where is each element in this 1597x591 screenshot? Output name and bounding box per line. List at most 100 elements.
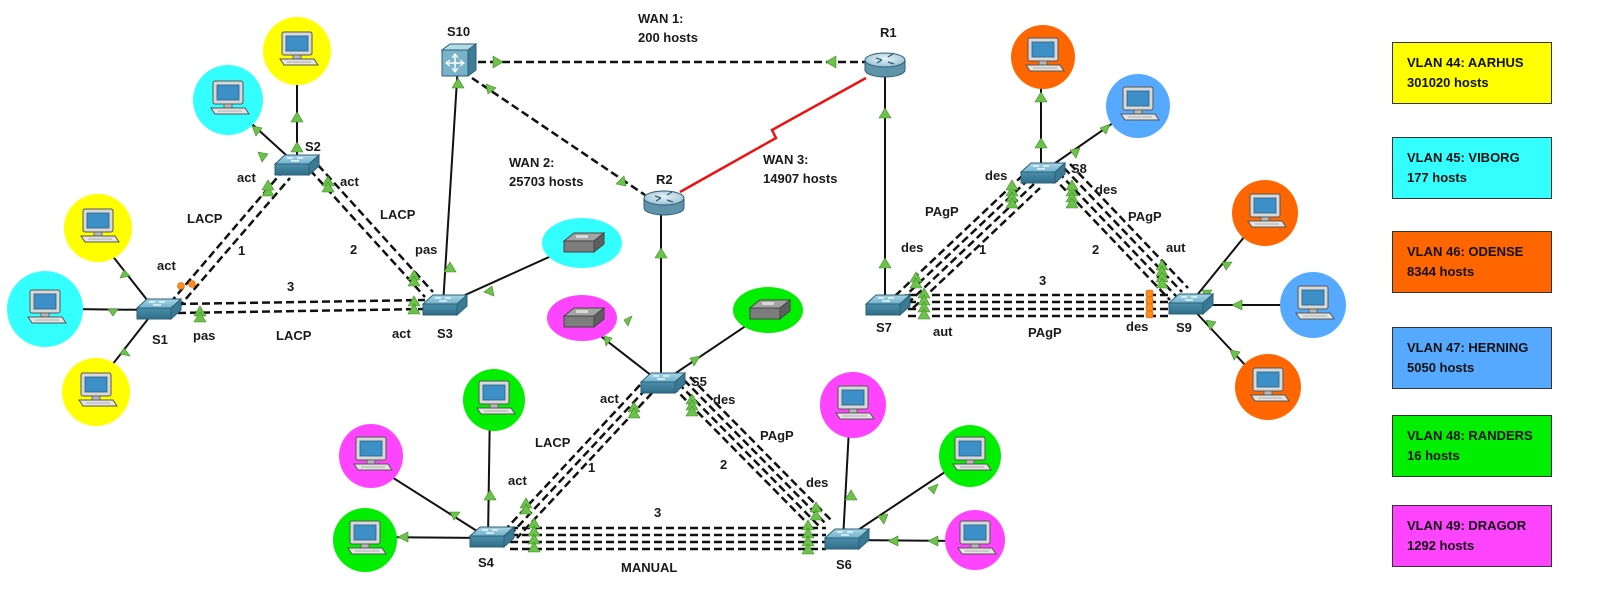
label-des: des — [901, 240, 923, 255]
pc-icon — [952, 436, 992, 471]
pc-icon — [835, 385, 875, 420]
blocked-port-indicators — [177, 280, 1154, 319]
wan3-title: WAN 3: — [763, 152, 809, 167]
printer-randers-s5[interactable] — [733, 287, 803, 333]
label-act: act — [508, 473, 527, 488]
pc-randers-s4-top[interactable] — [463, 369, 525, 431]
switch-s6[interactable] — [824, 528, 870, 550]
multilayer-switch-icon — [441, 43, 477, 77]
pc-icon — [476, 380, 516, 415]
pc-icon — [1247, 193, 1287, 228]
pc-viborg-s2[interactable] — [193, 65, 263, 135]
legend-title: VLAN 46: ODENSE — [1407, 244, 1524, 259]
pc-icon — [957, 520, 997, 555]
pc-icon — [353, 436, 393, 471]
label-num-3: 3 — [654, 505, 661, 520]
switch-s2[interactable] — [274, 154, 320, 176]
label-pas: pas — [415, 242, 437, 257]
switch-s1[interactable] — [136, 298, 182, 320]
label-des: des — [806, 475, 828, 490]
switch-s3[interactable] — [422, 294, 468, 316]
legend-hosts: 1292 hosts — [1407, 538, 1475, 553]
legend-vlan-48: VLAN 48: RANDERS 16 hosts — [1392, 415, 1552, 477]
pc-herning-s9[interactable] — [1280, 272, 1346, 338]
label-aut: aut — [1166, 240, 1186, 255]
label-des: des — [1126, 319, 1148, 334]
legend-title: VLAN 48: RANDERS — [1407, 428, 1533, 443]
wan1-title: WAN 1: — [638, 11, 684, 26]
wan2-title: WAN 2: — [509, 155, 555, 170]
wan2-hosts: 25703 hosts — [509, 174, 583, 189]
label-num-1: 1 — [979, 242, 986, 257]
legend-hosts: 301020 hosts — [1407, 75, 1489, 90]
legend-vlan-47: VLAN 47: HERNING 5050 hosts — [1392, 327, 1552, 389]
router-r2[interactable] — [643, 190, 685, 216]
pc-aarhus-s1-bottom[interactable] — [62, 358, 130, 426]
legend-hosts: 16 hosts — [1407, 448, 1460, 463]
legend-vlan-45: VLAN 45: VIBORG 177 hosts — [1392, 137, 1552, 199]
label-pagp: PAgP — [1028, 325, 1062, 340]
label-des: des — [1095, 182, 1117, 197]
legend-hosts: 177 hosts — [1407, 170, 1467, 185]
switch-icon — [274, 154, 320, 176]
legend-title: VLAN 47: HERNING — [1407, 340, 1529, 355]
pc-odense-s9-bottom[interactable] — [1235, 354, 1301, 420]
switch-icon — [469, 526, 515, 548]
router-icon — [864, 52, 906, 78]
switch-s8[interactable] — [1020, 162, 1066, 184]
device-label-s1: S1 — [152, 332, 168, 347]
pc-icon — [1025, 37, 1065, 72]
pc-icon — [1295, 285, 1335, 320]
device-label-s8: S8 — [1071, 161, 1087, 176]
label-num-1: 1 — [588, 460, 595, 475]
switch-s7[interactable] — [865, 294, 911, 316]
label-des: des — [985, 168, 1007, 183]
printer-icon — [749, 299, 791, 320]
switch-icon — [824, 528, 870, 550]
router-icon — [643, 190, 685, 216]
switch-icon — [1020, 162, 1066, 184]
label-lacp: LACP — [535, 435, 571, 450]
device-label-s9: S9 — [1176, 320, 1192, 335]
label-des: des — [713, 392, 735, 407]
switch-s5[interactable] — [640, 372, 686, 394]
multilayer-switch-s10[interactable] — [441, 43, 477, 77]
pc-odense-s9-top[interactable] — [1232, 180, 1298, 246]
port-status-indicators — [107, 55, 1243, 555]
pc-dragor-s6-right[interactable] — [945, 510, 1005, 570]
device-label-r1: R1 — [880, 25, 897, 40]
label-manual: MANUAL — [621, 560, 677, 575]
legend-title: VLAN 49: DRAGOR — [1407, 518, 1527, 533]
label-aut: aut — [933, 324, 953, 339]
pc-odense-s8[interactable] — [1011, 25, 1075, 89]
device-label-s7: S7 — [876, 320, 892, 335]
legend-hosts: 8344 hosts — [1407, 264, 1475, 279]
end-devices — [7, 17, 1346, 572]
pc-icon — [1250, 367, 1290, 402]
printer-dragor-s5[interactable] — [547, 295, 617, 341]
pc-dragor-s6-top[interactable] — [820, 372, 886, 438]
switch-s9[interactable] — [1168, 293, 1214, 315]
pc-randers-s4-left[interactable] — [333, 508, 397, 572]
pc-viborg-s1[interactable] — [7, 271, 83, 347]
pc-randers-s6[interactable] — [939, 425, 1001, 487]
pc-dragor-s4[interactable] — [339, 424, 403, 488]
legend-vlan-49: VLAN 49: DRAGOR 1292 hosts — [1392, 505, 1552, 567]
pc-icon — [279, 31, 319, 66]
label-lacp: LACP — [380, 207, 416, 222]
label-pagp: PAgP — [925, 204, 959, 219]
device-label-s5: S5 — [691, 374, 707, 389]
wan3-hosts: 14907 hosts — [763, 171, 837, 186]
router-r1[interactable] — [864, 52, 906, 78]
switch-s4[interactable] — [469, 526, 515, 548]
pc-herning-s8[interactable] — [1106, 74, 1170, 138]
legend-hosts: 5050 hosts — [1407, 360, 1475, 375]
printer-viborg-s3[interactable] — [542, 218, 622, 268]
label-lacp: LACP — [276, 328, 312, 343]
label-lacp: LACP — [187, 211, 223, 226]
links — [67, 60, 1307, 551]
pc-aarhus-s2[interactable] — [263, 17, 331, 85]
pc-aarhus-s1-top[interactable] — [64, 194, 132, 262]
pc-icon — [210, 80, 250, 115]
